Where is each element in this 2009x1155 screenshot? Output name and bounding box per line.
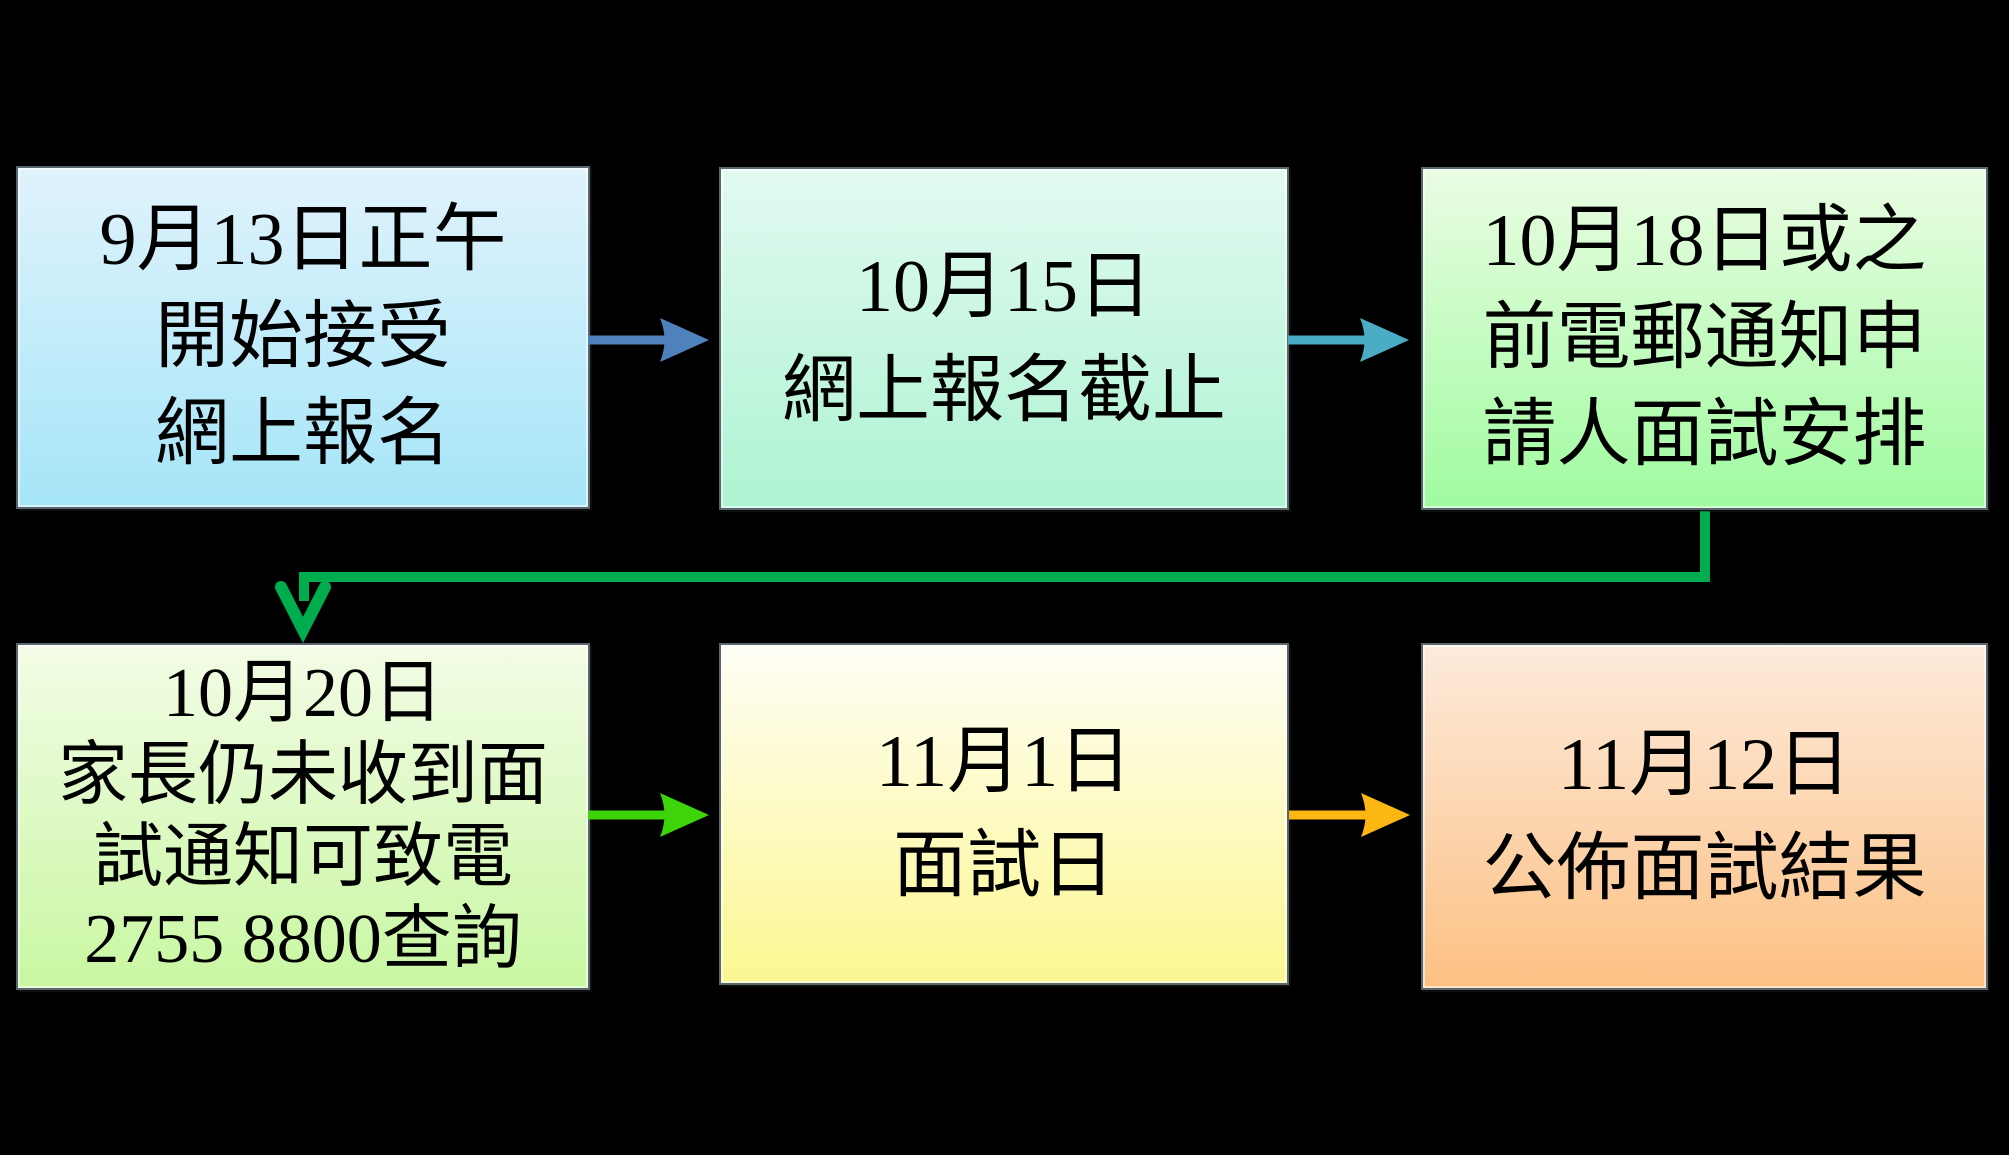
step-line: 試通知可致電 — [93, 818, 513, 896]
step-line: 面試日 — [893, 825, 1115, 907]
step-line: 2755 8800查詢 — [84, 900, 522, 978]
step-line: 前電郵通知申 — [1482, 297, 1927, 379]
step-box-5: 11月1日 面試日 — [719, 643, 1289, 985]
right-arrow-icon-step1-to-step2 — [588, 309, 714, 371]
step-box-2: 10月15日 網上報名截止 — [719, 167, 1289, 510]
step-line: 11月1日 — [875, 721, 1133, 803]
step-line: 10月20日 — [163, 654, 443, 732]
step-line: 網上報名 — [155, 393, 451, 475]
right-arrow-icon-step2-to-step3 — [1288, 309, 1414, 371]
step-line: 10月15日 — [856, 245, 1152, 328]
step-line: 請人面試安排 — [1482, 394, 1927, 476]
step-line: 10月18日或之 — [1482, 200, 1927, 282]
step-line: 網上報名截止 — [782, 349, 1226, 432]
step-box-6: 11月12日 公佈面試結果 — [1421, 643, 1988, 990]
step-line: 家長仍未收到面 — [58, 736, 548, 814]
right-arrow-icon-step4-to-step5 — [588, 784, 714, 846]
step-line: 開始接受 — [155, 296, 451, 378]
step-box-1: 9月13日正午 開始接受 網上報名 — [16, 166, 590, 509]
step-box-3: 10月18日或之 前電郵通知申 請人面試安排 — [1421, 167, 1988, 510]
step-box-4: 10月20日 家長仍未收到面 試通知可致電 2755 8800查詢 — [16, 643, 590, 990]
step-line: 11月12日 — [1557, 723, 1852, 806]
down-arrowhead-icon — [275, 581, 331, 644]
right-arrow-icon-step5-to-step6 — [1289, 784, 1415, 846]
step-line: 9月13日正午 — [99, 199, 507, 281]
step-line: 公佈面試結果 — [1482, 827, 1927, 910]
